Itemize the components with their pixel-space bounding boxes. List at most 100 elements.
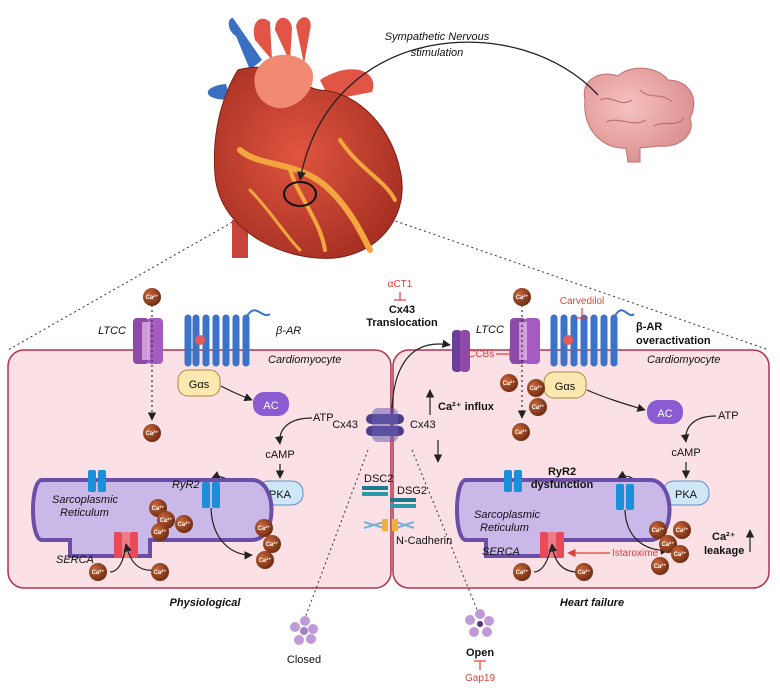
left-pka-label: PKA — [269, 489, 292, 501]
left-gas-protein — [177, 369, 221, 397]
calcium-ion-label: Ca²⁺ — [662, 541, 675, 548]
left-ltcc-label: LTCC — [98, 325, 126, 337]
left-sr-label-2: Reticulum — [60, 507, 109, 519]
inhibitor-act1-label: αCT1 — [388, 279, 413, 290]
calcium-ion-label: Ca²⁺ — [259, 557, 272, 564]
ca-leakage-label-1: Ca²⁺ — [712, 531, 736, 543]
calcium-ion: Ca²⁺ — [649, 521, 667, 539]
calcium-ion: Ca²⁺ — [89, 563, 107, 581]
cx43-right-label: Cx43 — [410, 419, 436, 431]
calcium-ion: Ca²⁺ — [575, 563, 593, 581]
diagram-title-line-1: Sympathetic Nervous — [385, 31, 490, 43]
right-ltcc-channel — [510, 318, 540, 364]
calcium-ion: Ca²⁺ — [659, 535, 677, 553]
zoom-line-open — [411, 449, 479, 613]
dsc2-label: DSC2 — [364, 473, 393, 485]
right-gas-to-ac-arrow — [586, 389, 646, 412]
right-ryr2-label-2: dysfunction — [531, 479, 594, 491]
left-sarcoplasmic-reticulum — [31, 478, 274, 558]
left-ac-enzyme — [253, 392, 289, 416]
left-sr-channel-top — [88, 470, 106, 492]
right-carvedilol-label: Carvedilol — [560, 296, 604, 307]
right-state-label: Heart failure — [560, 597, 624, 609]
calcium-ion: Ca²⁺ — [175, 515, 193, 533]
left-ryr2-label: RyR2 — [172, 479, 200, 491]
left-atp-to-camp-arrow — [274, 417, 313, 445]
calcium-ion-label: Ca²⁺ — [578, 569, 591, 576]
calcium-ion-label: Ca²⁺ — [154, 529, 167, 536]
calcium-ion-label: Ca²⁺ — [515, 429, 528, 436]
right-serca-uptake-arrow — [548, 543, 579, 573]
gap-junction-cx43 — [366, 408, 404, 442]
right-ltcc-translocated — [452, 330, 470, 372]
calcium-ion-label: Ca²⁺ — [146, 430, 159, 437]
right-ccbs-label: CCBs — [468, 349, 494, 360]
right-atp-label: ATP — [718, 410, 739, 422]
desmosome-dsg2 — [390, 498, 416, 508]
right-atp-to-camp-arrow — [680, 415, 717, 443]
right-sr-label-1: Sarcoplasmic — [474, 509, 541, 521]
open-hemichannel — [465, 609, 494, 637]
right-ac-enzyme — [647, 400, 683, 424]
calcium-ion: Ca²⁺ — [500, 374, 518, 392]
left-serca-uptake-arrow — [123, 543, 156, 571]
ca-leakage-label-2: leakage — [704, 545, 744, 557]
right-sr-channel-top — [504, 470, 522, 492]
left-beta-ar-receptor — [184, 309, 271, 367]
calcium-ion: Ca²⁺ — [513, 563, 531, 581]
istaroxime-label: Istaroxime — [612, 548, 659, 559]
cx43-translocation-arrow — [391, 339, 451, 426]
calcium-ion-label: Ca²⁺ — [674, 551, 687, 558]
calcium-ion: Ca²⁺ — [673, 521, 691, 539]
adherens-n-cadherin — [363, 519, 415, 531]
calcium-ion: Ca²⁺ — [671, 545, 689, 563]
desmosome-dsc2 — [362, 486, 388, 496]
left-beta-ar-label: β-AR — [275, 325, 301, 337]
calcium-ion-label: Ca²⁺ — [92, 569, 105, 576]
n-cadherin-label: N-Cadherin — [396, 535, 452, 547]
calcium-ion-label: Ca²⁺ — [266, 541, 279, 548]
right-beta-ar-label-2: overactivation — [636, 335, 711, 347]
calcium-ion-label: Ca²⁺ — [652, 527, 665, 534]
calcium-ion: Ca²⁺ — [151, 523, 169, 541]
nerve-arrow — [297, 41, 599, 181]
left-sr-label-1: Sarcoplasmic — [52, 494, 119, 506]
calcium-ion-label: Ca²⁺ — [530, 385, 543, 392]
cx43-left-label: Cx43 — [332, 419, 358, 431]
left-camp-label: cAMP — [265, 449, 294, 461]
calcium-ion: Ca²⁺ — [529, 398, 547, 416]
calcium-ion-label: Ca²⁺ — [154, 569, 167, 576]
left-ryr2-release-arrow — [210, 507, 253, 560]
calcium-ion-label: Ca²⁺ — [676, 527, 689, 534]
calcium-ion: Ca²⁺ — [651, 557, 669, 575]
brain-illustration — [583, 67, 695, 163]
left-atp-label: ATP — [313, 412, 334, 424]
right-serca-uptake-arrow-2 — [533, 543, 553, 573]
closed-label: Closed — [287, 654, 321, 666]
left-state-label: Physiological — [170, 597, 242, 609]
open-label: Open — [466, 647, 494, 659]
right-beta-ar-label-1: β-AR — [636, 321, 662, 333]
left-cardiomyocyte-label: Cardiomyocyte — [268, 354, 341, 366]
closed-hemichannel — [290, 616, 318, 645]
calcium-ion: Ca²⁺ — [263, 535, 281, 553]
right-ltcc-label: LTCC — [476, 324, 504, 336]
right-beta-ar-receptor — [550, 309, 635, 367]
calcium-ion: Ca²⁺ — [512, 423, 530, 441]
calcium-ion: Ca²⁺ — [256, 551, 274, 569]
left-gas-label: Gαs — [189, 379, 210, 391]
left-ltcc-channel — [133, 318, 163, 364]
right-serca-label: SERCA — [482, 546, 520, 558]
right-sr-label-2: Reticulum — [480, 522, 529, 534]
calcium-ion: Ca²⁺ — [527, 379, 545, 397]
calcium-ion-label: Ca²⁺ — [258, 525, 271, 532]
calcium-ion-label: Ca²⁺ — [516, 569, 529, 576]
calcium-ion: Ca²⁺ — [513, 288, 531, 306]
calcium-ion-label: Ca²⁺ — [503, 380, 516, 387]
calcium-ions: Ca²⁺Ca²⁺Ca²⁺Ca²⁺Ca²⁺Ca²⁺Ca²⁺Ca²⁺Ca²⁺Ca²⁺… — [89, 288, 691, 581]
calcium-ion-label: Ca²⁺ — [178, 521, 191, 528]
calcium-ion-label: Ca²⁺ — [146, 294, 159, 301]
heart-illustration — [207, 17, 403, 259]
